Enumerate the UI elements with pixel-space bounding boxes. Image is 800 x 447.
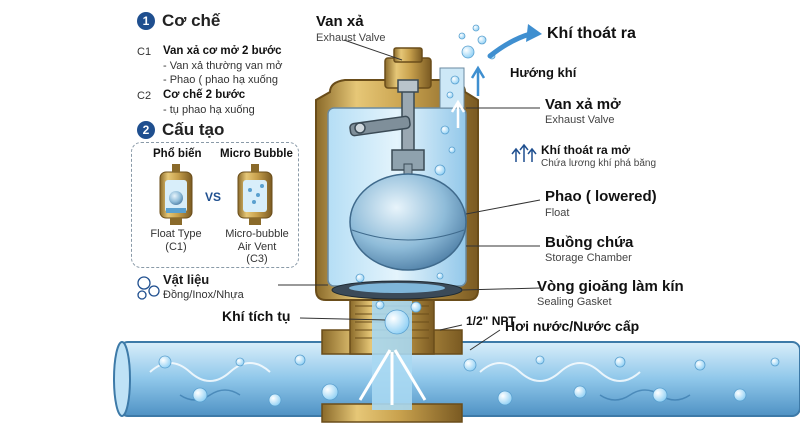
gas-escape-label: Khí thoát ra mở — [541, 143, 631, 157]
material-title: Vật liệu — [163, 272, 210, 287]
direction-arrow — [470, 65, 486, 96]
micro-bubble-caption-2: Air Vent — [237, 241, 277, 253]
sealing-gasket-shape — [331, 280, 463, 300]
section-2-title: Cấu tạo — [162, 120, 225, 139]
steam-water-label: Hơi nước/Nước cấp — [505, 318, 640, 334]
chamber-bubbles — [355, 75, 460, 335]
gas-out-arrowhead — [526, 24, 542, 42]
gas-escape-sublabel: Chứa lương khí phá băng — [541, 158, 657, 169]
thread-size-label: 1/2" NPT — [466, 314, 516, 328]
c2-code: C2 — [137, 90, 152, 102]
pipe-bubbles — [158, 354, 780, 407]
chamber-label: Buồng chứa — [545, 234, 634, 251]
up-arrow-open — [450, 99, 466, 128]
type-comparison-box — [131, 142, 299, 268]
section-1-title: Cơ chế — [162, 11, 221, 30]
c1-line-2: - Phao ( phao hạ xuống — [163, 74, 278, 86]
micro-bubble-caption-1: Micro-bubble — [225, 228, 289, 240]
float-ball — [349, 163, 467, 271]
leader-lines — [278, 39, 541, 351]
float-sublabel: Float — [545, 207, 570, 219]
material-detail: Đồng/Inox/Nhựa — [163, 289, 244, 301]
gas-direction-label: Hướng khí — [510, 65, 577, 80]
accumulated-gas-label: Khí tích tụ — [222, 308, 291, 324]
gasket-sublabel: Sealing Gasket — [537, 296, 612, 308]
float-type-caption-2: (C1) — [165, 241, 187, 253]
c1-code: C1 — [137, 46, 152, 58]
micro-bubble-title: Micro Bubble — [220, 148, 293, 160]
float-label: Phao ( lowered) — [545, 188, 657, 205]
exhaust-valve-sublabel: Exhaust Valve — [316, 32, 386, 44]
exhaust-valve-label: Van xả — [316, 13, 364, 30]
c2-title: Cơ chế 2 bước — [163, 89, 246, 101]
valve-open-sublabel: Exhaust Valve — [545, 114, 615, 126]
c1-line-1: - Van xả thường van mở — [163, 60, 283, 72]
lever-mechanism — [349, 79, 425, 171]
common-type-title: Phổ biến — [153, 148, 202, 160]
gas-out-arrow — [487, 31, 533, 59]
section-2-badge: 2 — [137, 121, 155, 139]
gas-escape-icon — [511, 143, 537, 162]
inflow-arrows — [358, 349, 427, 405]
section-1-badge: 1 — [137, 12, 155, 30]
c1-title: Van xả cơ mở 2 bước — [163, 45, 282, 57]
vs-label: VS — [205, 190, 222, 204]
material-icon — [137, 276, 160, 300]
c2-line-1: - tụ phao hạ xuống — [163, 104, 255, 116]
chamber-sublabel: Storage Chamber — [545, 252, 632, 264]
float-type-caption-1: Float Type — [150, 228, 202, 240]
valve-open-label: Van xả mở — [545, 96, 621, 113]
gas-out-label: Khí thoát ra — [547, 25, 636, 42]
gasket-label: Vòng gioăng làm kín — [537, 278, 684, 295]
float-type-icon — [159, 164, 193, 225]
micro-bubble-caption-3: (C3) — [246, 253, 268, 265]
micro-bubble-icon — [237, 164, 273, 225]
